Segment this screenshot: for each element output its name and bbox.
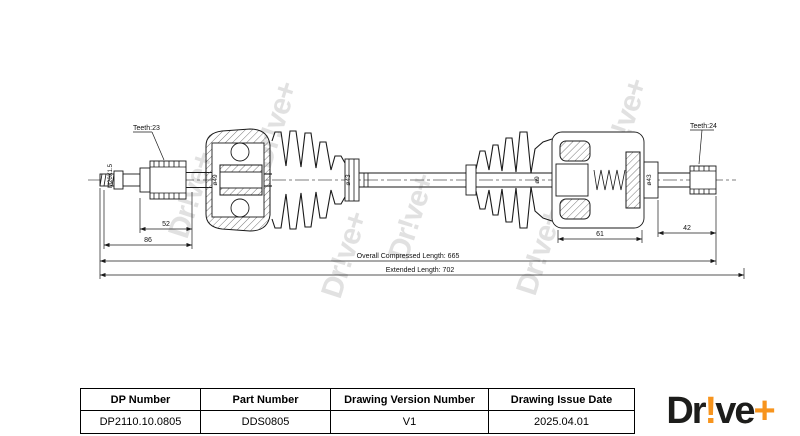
dim-42: 42 — [683, 225, 691, 232]
dia-right-boot-label: ø9 — [534, 176, 541, 184]
tripod-hub — [555, 163, 589, 197]
right-boot-top-profile — [475, 131, 553, 174]
value-part-number: DDS0805 — [201, 411, 331, 433]
right-boot-clamp — [465, 164, 477, 196]
left-stub-assembly — [99, 160, 220, 200]
joint-spring — [593, 169, 626, 191]
brand-logo: Dr!ve+ — [644, 390, 796, 432]
ball-bearing-lower — [230, 198, 250, 218]
value-dp-number: DP2110.10.0805 — [81, 411, 201, 433]
inner-joint-housing — [551, 131, 690, 229]
header-drawing-issue-date: Drawing Issue Date — [489, 389, 634, 411]
teeth-right-callout: Teeth:24 — [690, 123, 717, 165]
header-part-number: Part Number — [201, 389, 331, 411]
left-boot-top-profile — [271, 130, 346, 171]
dim-86: 86 — [144, 237, 152, 244]
ball-bearing-upper — [230, 142, 250, 162]
header-dp-number: DP Number — [81, 389, 201, 411]
dimension-lines: 52 86 61 42 Overall Compressed Length: 6… — [100, 221, 744, 278]
cv-race-bore — [219, 171, 263, 189]
header-drawing-version-number: Drawing Version Number — [331, 389, 489, 411]
value-drawing-issue-date: 2025.04.01 — [489, 411, 634, 433]
thread-size-label: M20X1.5 — [108, 163, 114, 188]
dia-43-right-label: ø43 — [646, 174, 653, 186]
logo-text: ve — [715, 389, 755, 432]
dia-49-label: ø49 — [212, 174, 219, 186]
stub-collar — [113, 170, 124, 190]
teeth-right-label: Teeth:24 — [690, 123, 717, 130]
interconnecting-shaft — [359, 172, 560, 188]
end-cap-collar — [643, 161, 659, 199]
logo-plus: + — [753, 389, 775, 432]
extension-lines — [99, 188, 745, 279]
right-spline — [689, 165, 717, 195]
stub-shaft — [122, 173, 141, 187]
dim-61: 61 — [596, 231, 604, 238]
left-boot-clamp — [344, 158, 360, 202]
technical-drawing: Dr!ve+ Dr!ve+ Dr!ve+ Dr!ve+ Dr!ve+ Dr!ve… — [88, 75, 745, 302]
right-boot-bellows — [465, 131, 553, 229]
logo-text: Dr — [666, 389, 706, 432]
watermark-text: Dr!ve+ — [382, 170, 441, 265]
teeth-left-label: Teeth:23 — [133, 125, 160, 132]
dim-52: 52 — [162, 221, 170, 228]
dim-overall-compressed: Overall Compressed Length: 665 — [357, 253, 460, 260]
value-drawing-version-number: V1 — [331, 411, 489, 433]
dim-extended: Extended Length: 702 — [386, 267, 455, 274]
left-boot-bottom-profile — [271, 189, 346, 230]
tripod-roller-lower — [559, 198, 591, 220]
title-block-table: DP Number Part Number Drawing Version Nu… — [80, 388, 635, 434]
logo-exclamation: ! — [704, 389, 718, 432]
teeth-left-callout: Teeth:23 — [133, 125, 165, 161]
housing-end-block — [625, 151, 641, 209]
left-boot-bellows — [271, 130, 360, 230]
right-boot-bottom-profile — [475, 186, 553, 229]
tripod-roller-upper — [559, 140, 591, 162]
dia-43-left-label: ø43 — [345, 174, 352, 186]
outer-cv-joint — [205, 128, 272, 232]
stub-step — [139, 167, 151, 193]
